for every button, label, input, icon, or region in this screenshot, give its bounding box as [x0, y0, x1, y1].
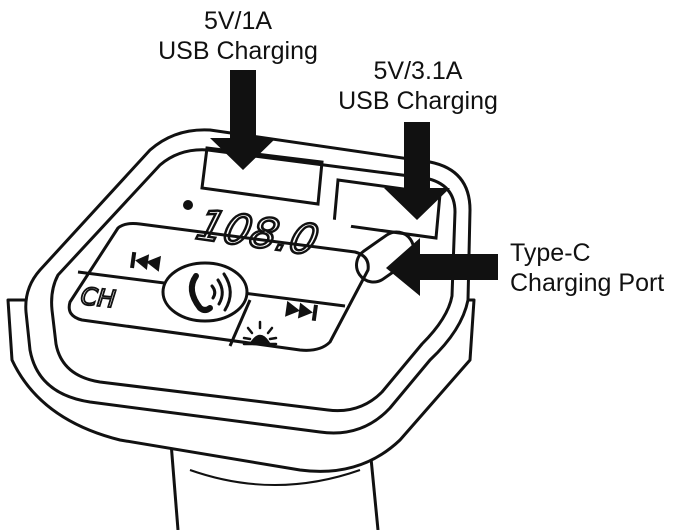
prev-button[interactable] — [130, 251, 161, 272]
next-button[interactable] — [285, 300, 318, 322]
type-c-callout: Type-C Charging Port — [510, 238, 664, 298]
light-icon — [242, 320, 278, 346]
skip-previous-icon — [130, 251, 161, 272]
ch-button[interactable]: CH — [78, 281, 117, 314]
usb-port-1 — [200, 146, 324, 206]
usb-1-title: USB Charging — [158, 37, 318, 65]
usb-1-rating: 5V/1A — [203, 7, 273, 35]
device-body — [6, 128, 476, 473]
skip-next-icon — [285, 300, 318, 322]
indicator-dot — [183, 200, 193, 210]
phone-call-icon — [188, 272, 232, 313]
usb-2-rating: 5V/3.1A — [373, 57, 463, 85]
arrow-usb-2 — [384, 122, 450, 220]
type-c-title: Type-C — [510, 239, 591, 267]
type-c-subtitle: Charging Port — [510, 269, 665, 297]
arrow-type-c — [386, 238, 498, 296]
arrow-usb-1 — [210, 70, 276, 170]
ch-button-label: CH — [79, 282, 117, 313]
light-button[interactable] — [242, 320, 278, 346]
usb-2-callout: 5V/3.1A USB Charging — [338, 56, 498, 116]
usb-2-title: USB Charging — [338, 87, 498, 115]
usb-1-callout: 5V/1A USB Charging — [158, 6, 318, 66]
phone-button[interactable] — [161, 261, 249, 323]
